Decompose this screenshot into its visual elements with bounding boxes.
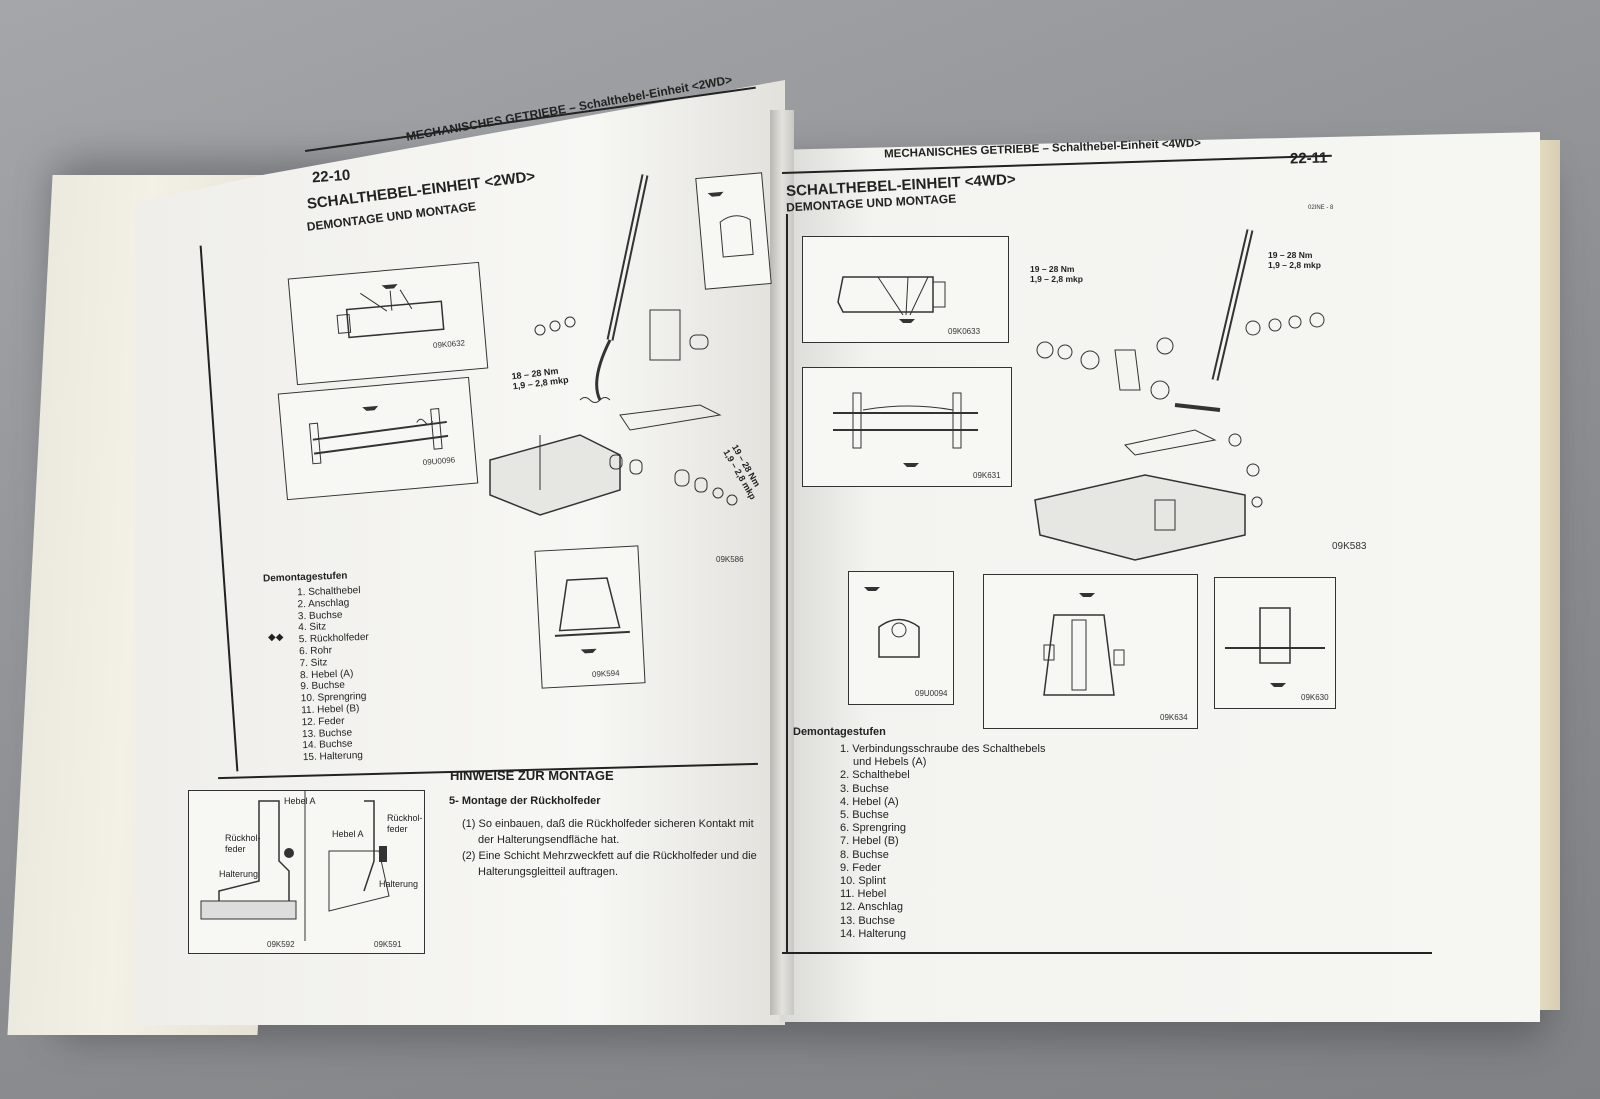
- list-item: 14. Halterung: [840, 927, 907, 940]
- figure-box-4wd-bushing: 09K0633: [802, 236, 1009, 343]
- list-item: 4. Hebel (A): [840, 795, 899, 808]
- label-hebel-a: Hebel A: [284, 796, 316, 806]
- shift-detail-diagram: [707, 191, 754, 258]
- list-item: 11. Hebel: [840, 888, 887, 901]
- list-item: 5. Buchse: [840, 809, 889, 822]
- notes-list: (1) So einbauen, daß die Rückholfeder si…: [462, 816, 757, 880]
- label-rueckholfeder-4: feder: [387, 824, 408, 834]
- figure-box-shift-detail: [695, 172, 772, 290]
- list-item: 1. Schalthebel: [296, 585, 361, 599]
- note-line: Halterungsgleitteil auftragen.: [478, 866, 619, 878]
- 4wd-halterung-diagram: [1043, 593, 1125, 696]
- list-item: 15. Halterung: [302, 750, 364, 764]
- figure-box-spring-install: Hebel A Rückhol- feder Halterung Hebel A…: [188, 790, 425, 954]
- list-item: 10. Splint: [840, 875, 886, 888]
- figure-code: 09K630: [1301, 693, 1329, 702]
- 4wd-bushing-detail-diagram: [1225, 607, 1325, 687]
- list-item: 2. Schalthebel: [840, 769, 910, 782]
- list-item: 7. Hebel (B): [840, 835, 899, 848]
- list-item: und Hebels (A): [853, 756, 927, 769]
- label-hebel-a-2: Hebel A: [332, 829, 364, 839]
- steps-marker: ◆◆: [268, 632, 284, 643]
- exploded-view-2wd: [489, 174, 738, 516]
- list-item: 8. Buchse: [840, 848, 889, 861]
- label-halterung-2: Halterung: [379, 879, 419, 889]
- right-page-number: 22-11: [1289, 149, 1328, 168]
- label-rueckholfeder-2: feder: [225, 844, 246, 854]
- figure-box-bushing-top: 09K0632: [287, 261, 489, 386]
- figure-code: 09K591: [374, 940, 402, 949]
- book-gutter: [770, 110, 794, 1015]
- label-rueckholfeder-1: Rückhol-: [225, 833, 261, 843]
- notes-title: HINWEISE ZUR MONTAGE: [450, 768, 614, 783]
- spring-assembly-diagram: [308, 405, 449, 465]
- figure-box-4wd-halterung: 09K634: [983, 574, 1198, 729]
- list-item: 1. Verbindungsschraube des Schalthebels: [840, 743, 1046, 755]
- note-line: der Halterungsendfläche hat.: [478, 834, 620, 846]
- figure-code: 09K586: [716, 555, 744, 564]
- figure-code: 09K631: [973, 471, 1001, 480]
- list-item: 9. Feder: [840, 861, 881, 874]
- figure-box-4wd-bushing-detail: 09K630: [1214, 577, 1336, 709]
- right-section-vrule: [786, 214, 788, 954]
- figure-box-halterung: 09K594: [534, 545, 646, 689]
- list-item: 6. Sprengring: [840, 822, 907, 835]
- figure-box-4wd-hebel: 09U0094: [848, 571, 954, 705]
- note-line: (1) So einbauen, daß die Rückholfeder si…: [462, 818, 754, 830]
- list-item: 5. Rückholfeder: [298, 631, 369, 646]
- notes-subtitle: 5- Montage der Rückholfeder: [449, 795, 601, 807]
- left-page-number: 22-10: [311, 166, 351, 187]
- figure-code: 09K0633: [948, 327, 981, 336]
- corner-code: 02INE - 8: [1308, 205, 1334, 211]
- 4wd-bushing-diagram: [837, 276, 946, 323]
- figure-box-4wd-spring: 09K631: [802, 367, 1012, 487]
- list-item: 3. Buchse: [840, 782, 889, 795]
- figure-code: 09K583: [1332, 541, 1367, 552]
- figure-code: 09K594: [591, 668, 620, 679]
- steps-list-left: 1. Schalthebel 2. Anschlag 3. Buchse 4. …: [297, 585, 373, 764]
- figure-code: 09K634: [1160, 713, 1188, 722]
- 4wd-hebel-diagram: [864, 587, 920, 658]
- spring-install-diagram: [200, 791, 390, 941]
- exploded-view-4wd: [1034, 229, 1325, 561]
- figure-code: 09U0094: [915, 689, 948, 698]
- 4wd-spring-diagram: [833, 392, 978, 467]
- right-bottom-rule: [782, 952, 1432, 954]
- label-rueckholfeder-3: Rückhol-: [387, 813, 423, 823]
- figure-box-spring-assembly: 09U0096: [277, 376, 479, 501]
- list-item: 12. Anschlag: [840, 901, 903, 914]
- label-halterung-1: Halterung: [219, 869, 259, 879]
- steps-title-right: Demontagestufen: [793, 726, 886, 738]
- figure-code: 09K592: [267, 940, 295, 949]
- bushing-diagram: [336, 284, 445, 339]
- steps-list-right: 1. Verbindungsschraube des Schalthebels …: [840, 743, 1045, 941]
- note-line: (2) Eine Schicht Mehrzweckfett auf die R…: [462, 850, 757, 862]
- halterung-diagram: [554, 577, 630, 654]
- list-item: 13. Buchse: [840, 914, 896, 927]
